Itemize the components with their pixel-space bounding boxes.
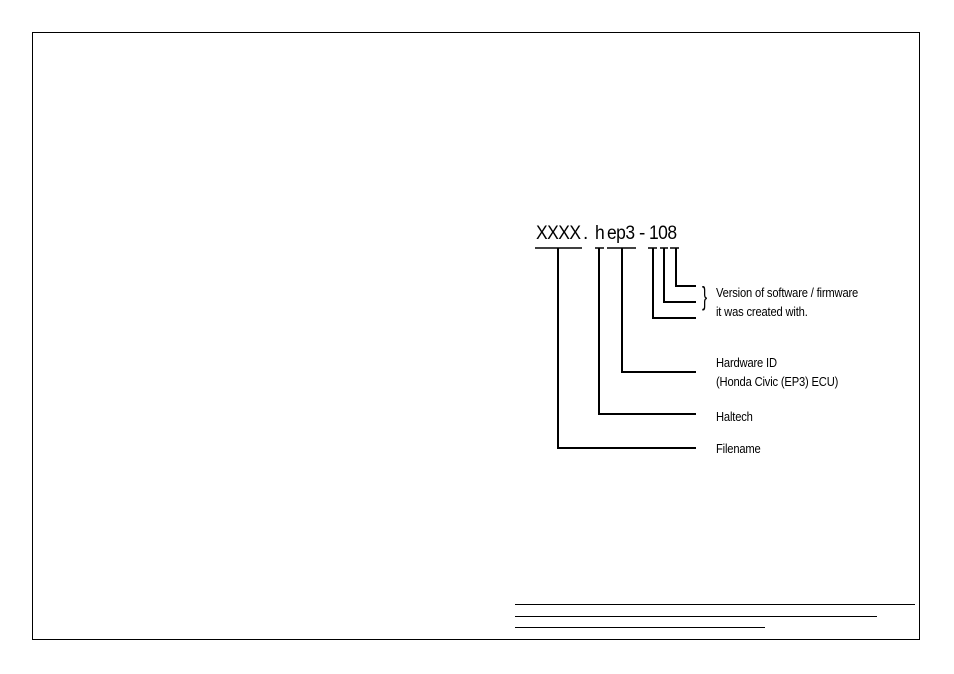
footer-rule-3 (515, 627, 765, 628)
label-version-line1: Version of software / firmware (716, 284, 858, 301)
label-hardware-line2: (Honda Civic (EP3) ECU) (716, 373, 838, 390)
connector-version-1 (653, 248, 696, 318)
footer-rule-2 (515, 616, 877, 617)
label-vendor: Haltech (716, 408, 753, 425)
footer-rule-1 (515, 604, 915, 605)
connector-hardware (622, 248, 696, 372)
connector-version-2 (664, 248, 696, 302)
version-brace: } (702, 283, 707, 309)
label-version-line2: it was created with. (716, 303, 808, 320)
connector-vendor (599, 248, 696, 414)
label-filename: Filename (716, 440, 761, 457)
connector-version-3 (676, 248, 696, 286)
label-hardware-line1: Hardware ID (716, 354, 777, 371)
